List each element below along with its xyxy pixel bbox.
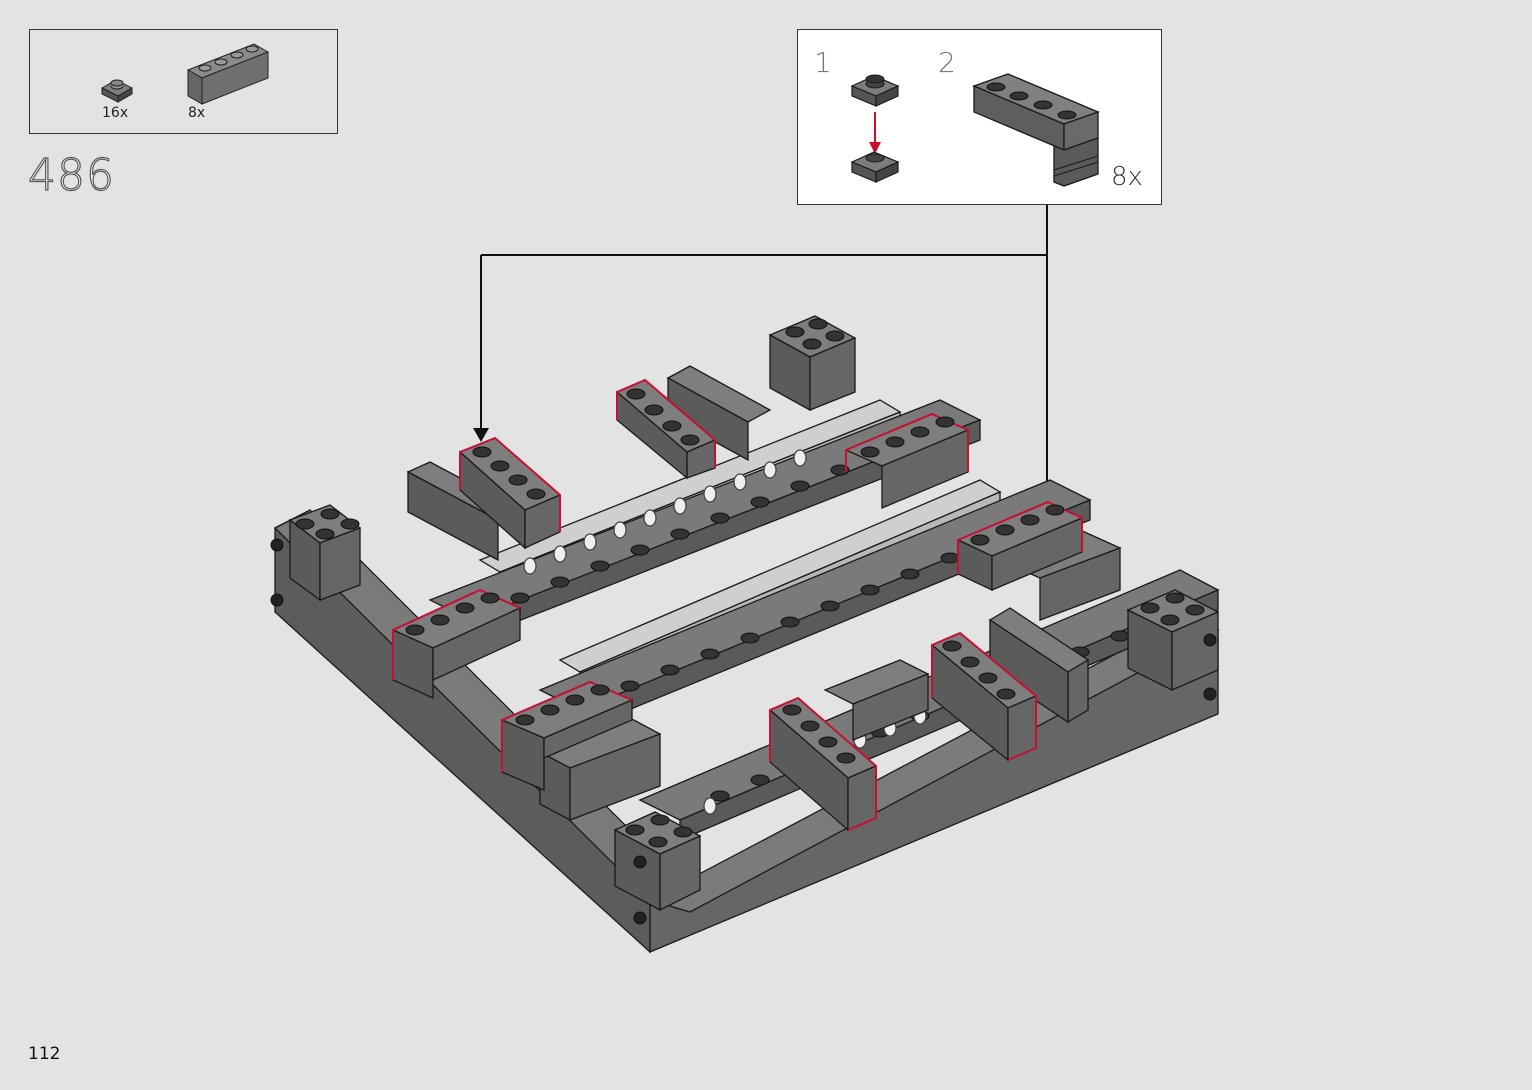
page-number: 112 bbox=[28, 1044, 60, 1064]
arrow-head-icon bbox=[473, 428, 489, 442]
